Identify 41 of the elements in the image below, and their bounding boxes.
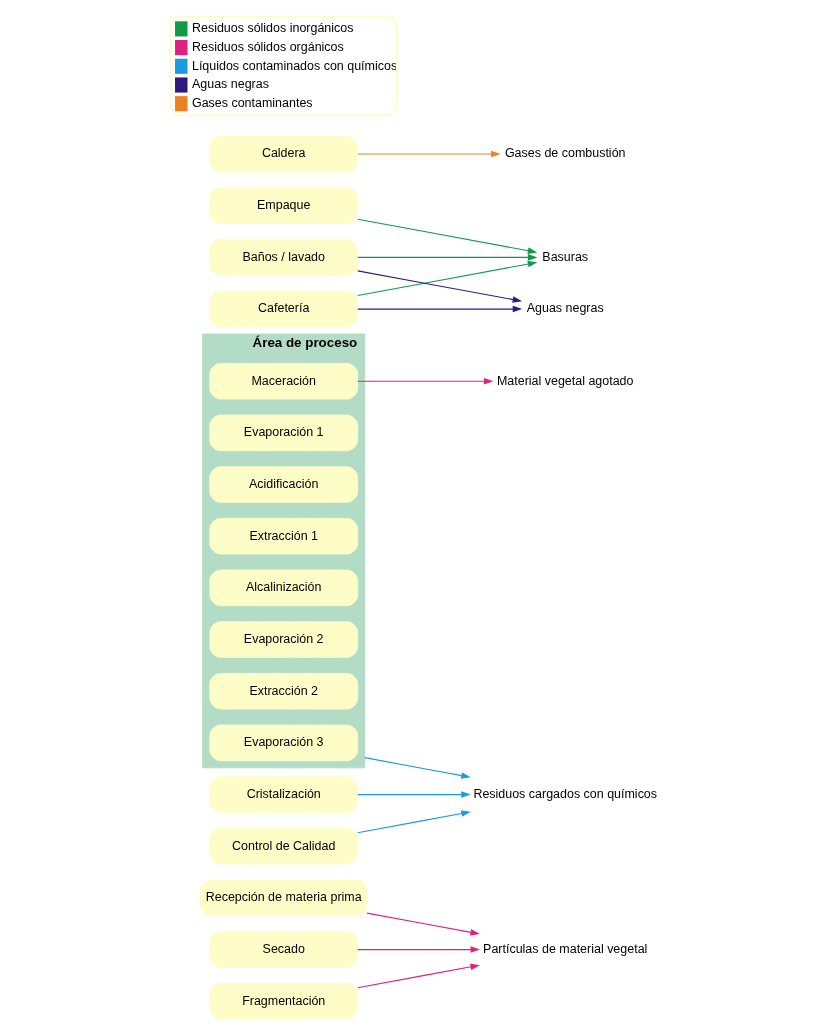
node-box: Evaporación 2 [208, 621, 358, 658]
node-box: Secado [208, 931, 358, 968]
legend-label: Residuos sólidos inorgánicos [191, 21, 353, 36]
arrow [356, 963, 480, 989]
node-box: Extracción 2 [208, 672, 358, 710]
legend-label: Residuos sólidos orgánicos [191, 39, 344, 54]
node-text: Gases de combustión [504, 146, 626, 161]
node-text: Partículas de material vegetal [482, 941, 647, 956]
node-box: Acidificación [208, 466, 358, 503]
node-text: Material vegetal agotado [496, 373, 634, 388]
node-text: Basuras [541, 249, 588, 264]
legend-label: Aguas negras [191, 77, 269, 92]
arrow [356, 218, 537, 254]
node-box: Cristalización [208, 776, 358, 813]
node-text: Aguas negras [526, 301, 604, 316]
node-box: Control de Calidad [208, 827, 358, 865]
node-box: Maceración [208, 362, 358, 400]
node-box: Alcalinización [208, 569, 358, 607]
arrow [356, 254, 537, 261]
node-box: Evaporación 3 [208, 724, 358, 762]
arrow [356, 305, 522, 313]
arrow [356, 791, 471, 798]
node-box: Caldera [208, 135, 358, 173]
node-box: Empaque [208, 187, 358, 224]
arrow [365, 912, 480, 936]
arrow [356, 810, 471, 834]
arrow [356, 270, 522, 303]
arrow [363, 757, 471, 779]
node-box: Recepción de materia prima [199, 879, 367, 917]
arrow [356, 150, 501, 158]
node-box: Fragmentación [208, 982, 358, 1020]
node-box: Baños / lavado [208, 239, 358, 276]
node-box: Extracción 1 [208, 517, 358, 555]
arrow [356, 946, 480, 953]
node-box: Evaporación 1 [208, 414, 358, 452]
arrow [356, 377, 493, 385]
legend-label: Gases contaminantes [191, 96, 313, 110]
node-box: Cafetería [208, 290, 358, 328]
arrow [356, 260, 537, 297]
legend-label: Líquidos contaminados con químicos [191, 58, 397, 73]
node-text: Residuos cargados con químicos [472, 786, 657, 801]
